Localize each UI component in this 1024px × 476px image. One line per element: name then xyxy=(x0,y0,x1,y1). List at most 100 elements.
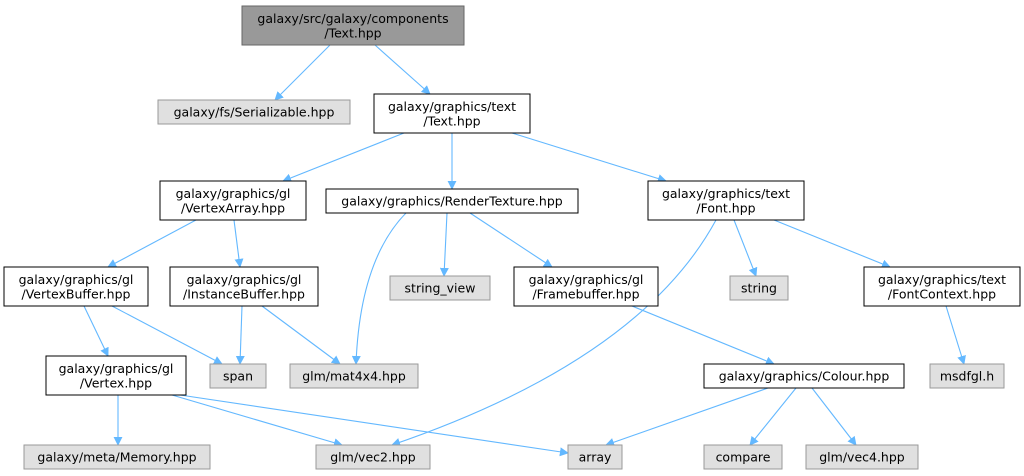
node-box xyxy=(805,444,919,470)
node-label: galaxy/src/galaxy/components xyxy=(257,11,448,26)
edge-colour-to-vec4 xyxy=(811,387,857,446)
node-label: /Vertex.hpp xyxy=(80,375,152,390)
node-span: span xyxy=(209,363,267,389)
node-rendertexture[interactable]: galaxy/graphics/RenderTexture.hpp xyxy=(325,188,579,214)
edge-root-to-serializable xyxy=(274,44,331,101)
node-font[interactable]: galaxy/graphics/text/Font.hpp xyxy=(647,180,805,221)
node-label: galaxy/graphics/gl xyxy=(529,272,644,287)
node-box xyxy=(157,99,351,125)
node-label: galaxy/graphics/text xyxy=(388,99,516,114)
edge-font-to-string xyxy=(733,219,758,277)
node-label: msdfgl.h xyxy=(940,369,994,384)
node-colour[interactable]: galaxy/graphics/Colour.hpp xyxy=(703,363,905,389)
node-box xyxy=(209,363,267,389)
node-label: galaxy/graphics/Colour.hpp xyxy=(719,369,890,384)
node-box xyxy=(389,275,491,301)
node-label: galaxy/graphics/gl xyxy=(59,361,174,376)
edge-rendertexture-to-string_view xyxy=(439,212,449,277)
edge-fontcontext-to-msdfgl xyxy=(945,305,966,365)
node-box xyxy=(169,266,319,307)
node-msdfgl: msdfgl.h xyxy=(929,363,1005,389)
node-root[interactable]: galaxy/src/galaxy/components/Text.hpp xyxy=(241,5,465,46)
edge-text_hpp-to-font xyxy=(511,132,667,183)
edge-font-to-fontcontext xyxy=(773,219,891,269)
node-box xyxy=(45,355,187,396)
node-label: glm/vec4.hpp xyxy=(819,450,905,465)
node-box xyxy=(929,363,1005,389)
node-label: /Framebuffer.hpp xyxy=(532,286,639,301)
edge-font-to-vec2 xyxy=(391,219,717,447)
node-box xyxy=(567,444,623,470)
node-box xyxy=(315,444,431,470)
node-label: /Font.hpp xyxy=(696,200,755,215)
node-label: compare xyxy=(716,450,771,465)
node-framebuffer[interactable]: galaxy/graphics/gl/Framebuffer.hpp xyxy=(513,266,659,307)
edge-rendertexture-to-framebuffer xyxy=(469,212,553,268)
node-label: galaxy/graphics/text xyxy=(662,186,790,201)
node-text-hpp[interactable]: galaxy/graphics/text/Text.hpp xyxy=(373,93,531,134)
node-label: glm/vec2.hpp xyxy=(330,450,416,465)
edge-vertex-to-array xyxy=(179,394,569,457)
node-instancebuffer[interactable]: galaxy/graphics/gl/InstanceBuffer.hpp xyxy=(169,266,319,307)
node-label: glm/mat4x4.hpp xyxy=(302,369,406,384)
node-label: string xyxy=(741,281,777,296)
edge-instancebuffer-to-span xyxy=(235,305,245,365)
node-label: galaxy/graphics/text xyxy=(878,272,1006,287)
node-mat4x4: glm/mat4x4.hpp xyxy=(289,363,419,389)
node-box xyxy=(513,266,659,307)
edge-root-to-text_hpp xyxy=(374,44,431,95)
node-box xyxy=(3,266,149,307)
edge-colour-to-array xyxy=(605,387,769,447)
node-box xyxy=(373,93,531,134)
node-string-view: string_view xyxy=(389,275,491,301)
node-box xyxy=(289,363,419,389)
node-label: galaxy/graphics/RenderTexture.hpp xyxy=(341,194,562,209)
edge-colour-to-compare xyxy=(749,387,797,446)
edge-vertexarray-to-vertexbuffer xyxy=(107,219,197,268)
node-box xyxy=(159,180,307,221)
node-label: galaxy/graphics/gl xyxy=(187,272,302,287)
node-label: /VertexArray.hpp xyxy=(181,200,285,215)
node-label: /FontContext.hpp xyxy=(888,286,996,301)
node-box xyxy=(647,180,805,221)
node-array: array xyxy=(567,444,623,470)
node-label: span xyxy=(223,369,253,384)
node-label: /Text.hpp xyxy=(423,113,480,128)
node-label: array xyxy=(579,450,612,465)
edge-text_hpp-to-vertexarray xyxy=(282,132,405,183)
node-label: galaxy/graphics/gl xyxy=(19,272,134,287)
edge-vertexbuffer-to-vertex xyxy=(83,305,109,357)
node-label: galaxy/graphics/gl xyxy=(176,186,291,201)
node-box xyxy=(703,444,783,470)
edges-layer xyxy=(83,44,966,457)
node-box xyxy=(703,363,905,389)
edge-rendertexture-to-mat4x4 xyxy=(351,212,407,365)
node-string: string xyxy=(729,275,789,301)
node-box xyxy=(729,275,789,301)
edge-instancebuffer-to-mat4x4 xyxy=(261,305,341,365)
node-vertexbuffer[interactable]: galaxy/graphics/gl/VertexBuffer.hpp xyxy=(3,266,149,307)
node-fontcontext[interactable]: galaxy/graphics/text/FontContext.hpp xyxy=(863,266,1021,307)
node-compare: compare xyxy=(703,444,783,470)
node-label: galaxy/meta/Memory.hpp xyxy=(37,450,196,465)
node-box xyxy=(23,444,211,470)
node-vec4: glm/vec4.hpp xyxy=(805,444,919,470)
edge-vertexarray-to-instancebuffer xyxy=(233,219,244,268)
node-box xyxy=(241,5,465,46)
node-serializable: galaxy/fs/Serializable.hpp xyxy=(157,99,351,125)
node-box xyxy=(863,266,1021,307)
node-label: /InstanceBuffer.hpp xyxy=(183,286,305,301)
node-label: string_view xyxy=(405,281,476,296)
node-box xyxy=(325,188,579,214)
node-vertexarray[interactable]: galaxy/graphics/gl/VertexArray.hpp xyxy=(159,180,307,221)
edge-vertex-to-vec2 xyxy=(171,394,343,448)
nodes-layer: galaxy/src/galaxy/components/Text.hppgal… xyxy=(3,5,1021,470)
edge-vertexbuffer-to-span xyxy=(111,305,223,365)
edge-framebuffer-to-colour xyxy=(631,305,775,366)
node-label: galaxy/fs/Serializable.hpp xyxy=(174,105,335,120)
node-label: /Text.hpp xyxy=(324,25,381,40)
node-label: /VertexBuffer.hpp xyxy=(22,286,131,301)
node-memory: galaxy/meta/Memory.hpp xyxy=(23,444,211,470)
node-vertex[interactable]: galaxy/graphics/gl/Vertex.hpp xyxy=(45,355,187,396)
